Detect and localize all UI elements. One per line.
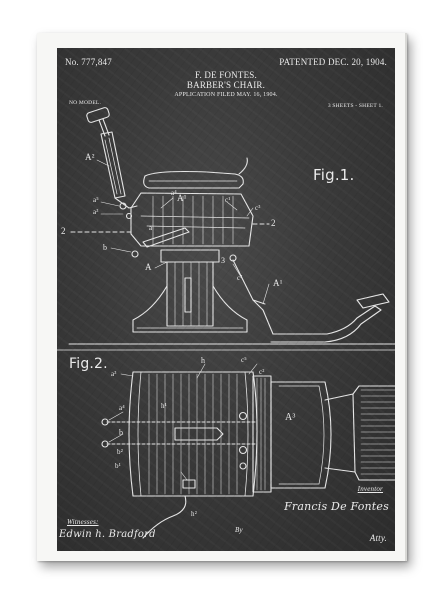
figure-1-label: Fig.1. [313,166,355,184]
application-filed: APPLICATION FILED MAY. 16, 1904. [174,92,278,98]
section-label: 2 [271,218,276,228]
ref-label: a⁵ [93,196,99,204]
ref-label: c¹ [225,196,231,204]
witness-signature: Edwin h. Bradford [59,529,156,540]
ref-label: b [119,428,124,437]
patent-date: PATENTED DEC. 20, 1904. [279,57,387,67]
no-model-note: NO MODEL. [69,100,102,106]
patent-drawing [57,107,395,539]
section-label: 2 [61,226,66,236]
patent-number: No. 777,847 [65,57,112,67]
inventor-signature: Francis De Fontes [284,500,389,513]
ref-label: h¹ [161,402,167,410]
ref-label: 3 [221,256,226,265]
ref-label: c⁵ [241,356,247,364]
ref-label: a³ [93,208,99,216]
ref-label: A¹ [177,193,187,203]
ref-label: c³ [255,204,261,212]
ref-label: A² [85,152,95,162]
ref-label: b [103,243,108,252]
ref-label: b² [117,448,123,456]
ref-label: b¹ [115,462,121,470]
ref-label: h [201,356,206,365]
ref-label: A³ [285,412,296,423]
by-label: By [235,526,243,534]
ref-label: A [145,262,152,272]
ref-label: h² [191,510,197,518]
fig2-plan-drawing [57,349,395,539]
ref-label: c² [237,274,243,282]
fig1-chair-drawing [68,107,395,345]
inventor-name: F. DE FONTES. [195,70,257,80]
sheets-note: 3 SHEETS - SHEET 1. [327,103,383,109]
ref-label: c² [259,368,265,376]
patent-title: BARBER'S CHAIR. [186,80,266,90]
ref-label: a⁴ [119,404,125,412]
ref-label: a⁴ [171,189,177,197]
inventor-label: Inventor [357,485,383,493]
ref-label: a³ [111,370,117,378]
chalkboard-print: No. 777,847 PATENTED DEC. 20, 1904. F. D… [57,48,395,551]
figure-2-label: Fig.2. [69,356,108,372]
ref-label: A¹ [273,278,283,288]
attorney-signature: Atty. [369,533,387,543]
witnesses-label: Witnesses: [67,518,99,526]
ref-label: a [149,224,153,232]
